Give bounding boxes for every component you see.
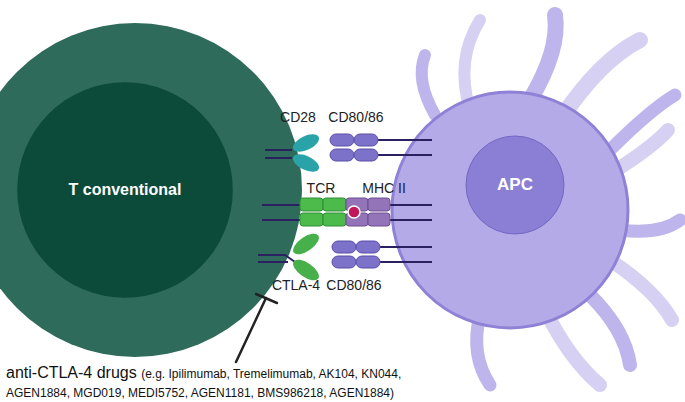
tcr-receptor — [300, 198, 346, 226]
inhibition-line — [236, 294, 277, 362]
cd28-receptor — [290, 131, 321, 176]
mhc-ii-molecule — [346, 198, 390, 226]
t-cell-membrane — [0, 23, 302, 357]
cell-label: APC — [497, 175, 533, 195]
molecule-label: CTLA-4 — [272, 277, 320, 293]
molecule-label: MHC II — [362, 180, 406, 196]
peptide-antigen — [348, 206, 360, 218]
cell-nucleus: APC — [465, 135, 565, 235]
cell-nucleus: T conventional — [15, 80, 235, 300]
cell-label: T conventional — [69, 181, 182, 199]
apc-body — [392, 92, 628, 328]
molecule-label: CD80/86 — [328, 109, 383, 125]
molecule-label: CD28 — [280, 109, 316, 125]
membrane-lines — [258, 140, 432, 262]
cd80-86-ligand — [330, 134, 378, 161]
molecule-label: TCR — [307, 180, 336, 196]
molecule-label: CD80/86 — [326, 277, 381, 293]
drug-note: anti-CTLA-4 drugs (e.g. Ipilimumab, Trem… — [6, 364, 461, 402]
drug-class-label: anti-CTLA-4 drugs — [6, 364, 137, 381]
ctla4-receptor — [290, 230, 323, 285]
cd80-86-ligand — [332, 241, 380, 268]
